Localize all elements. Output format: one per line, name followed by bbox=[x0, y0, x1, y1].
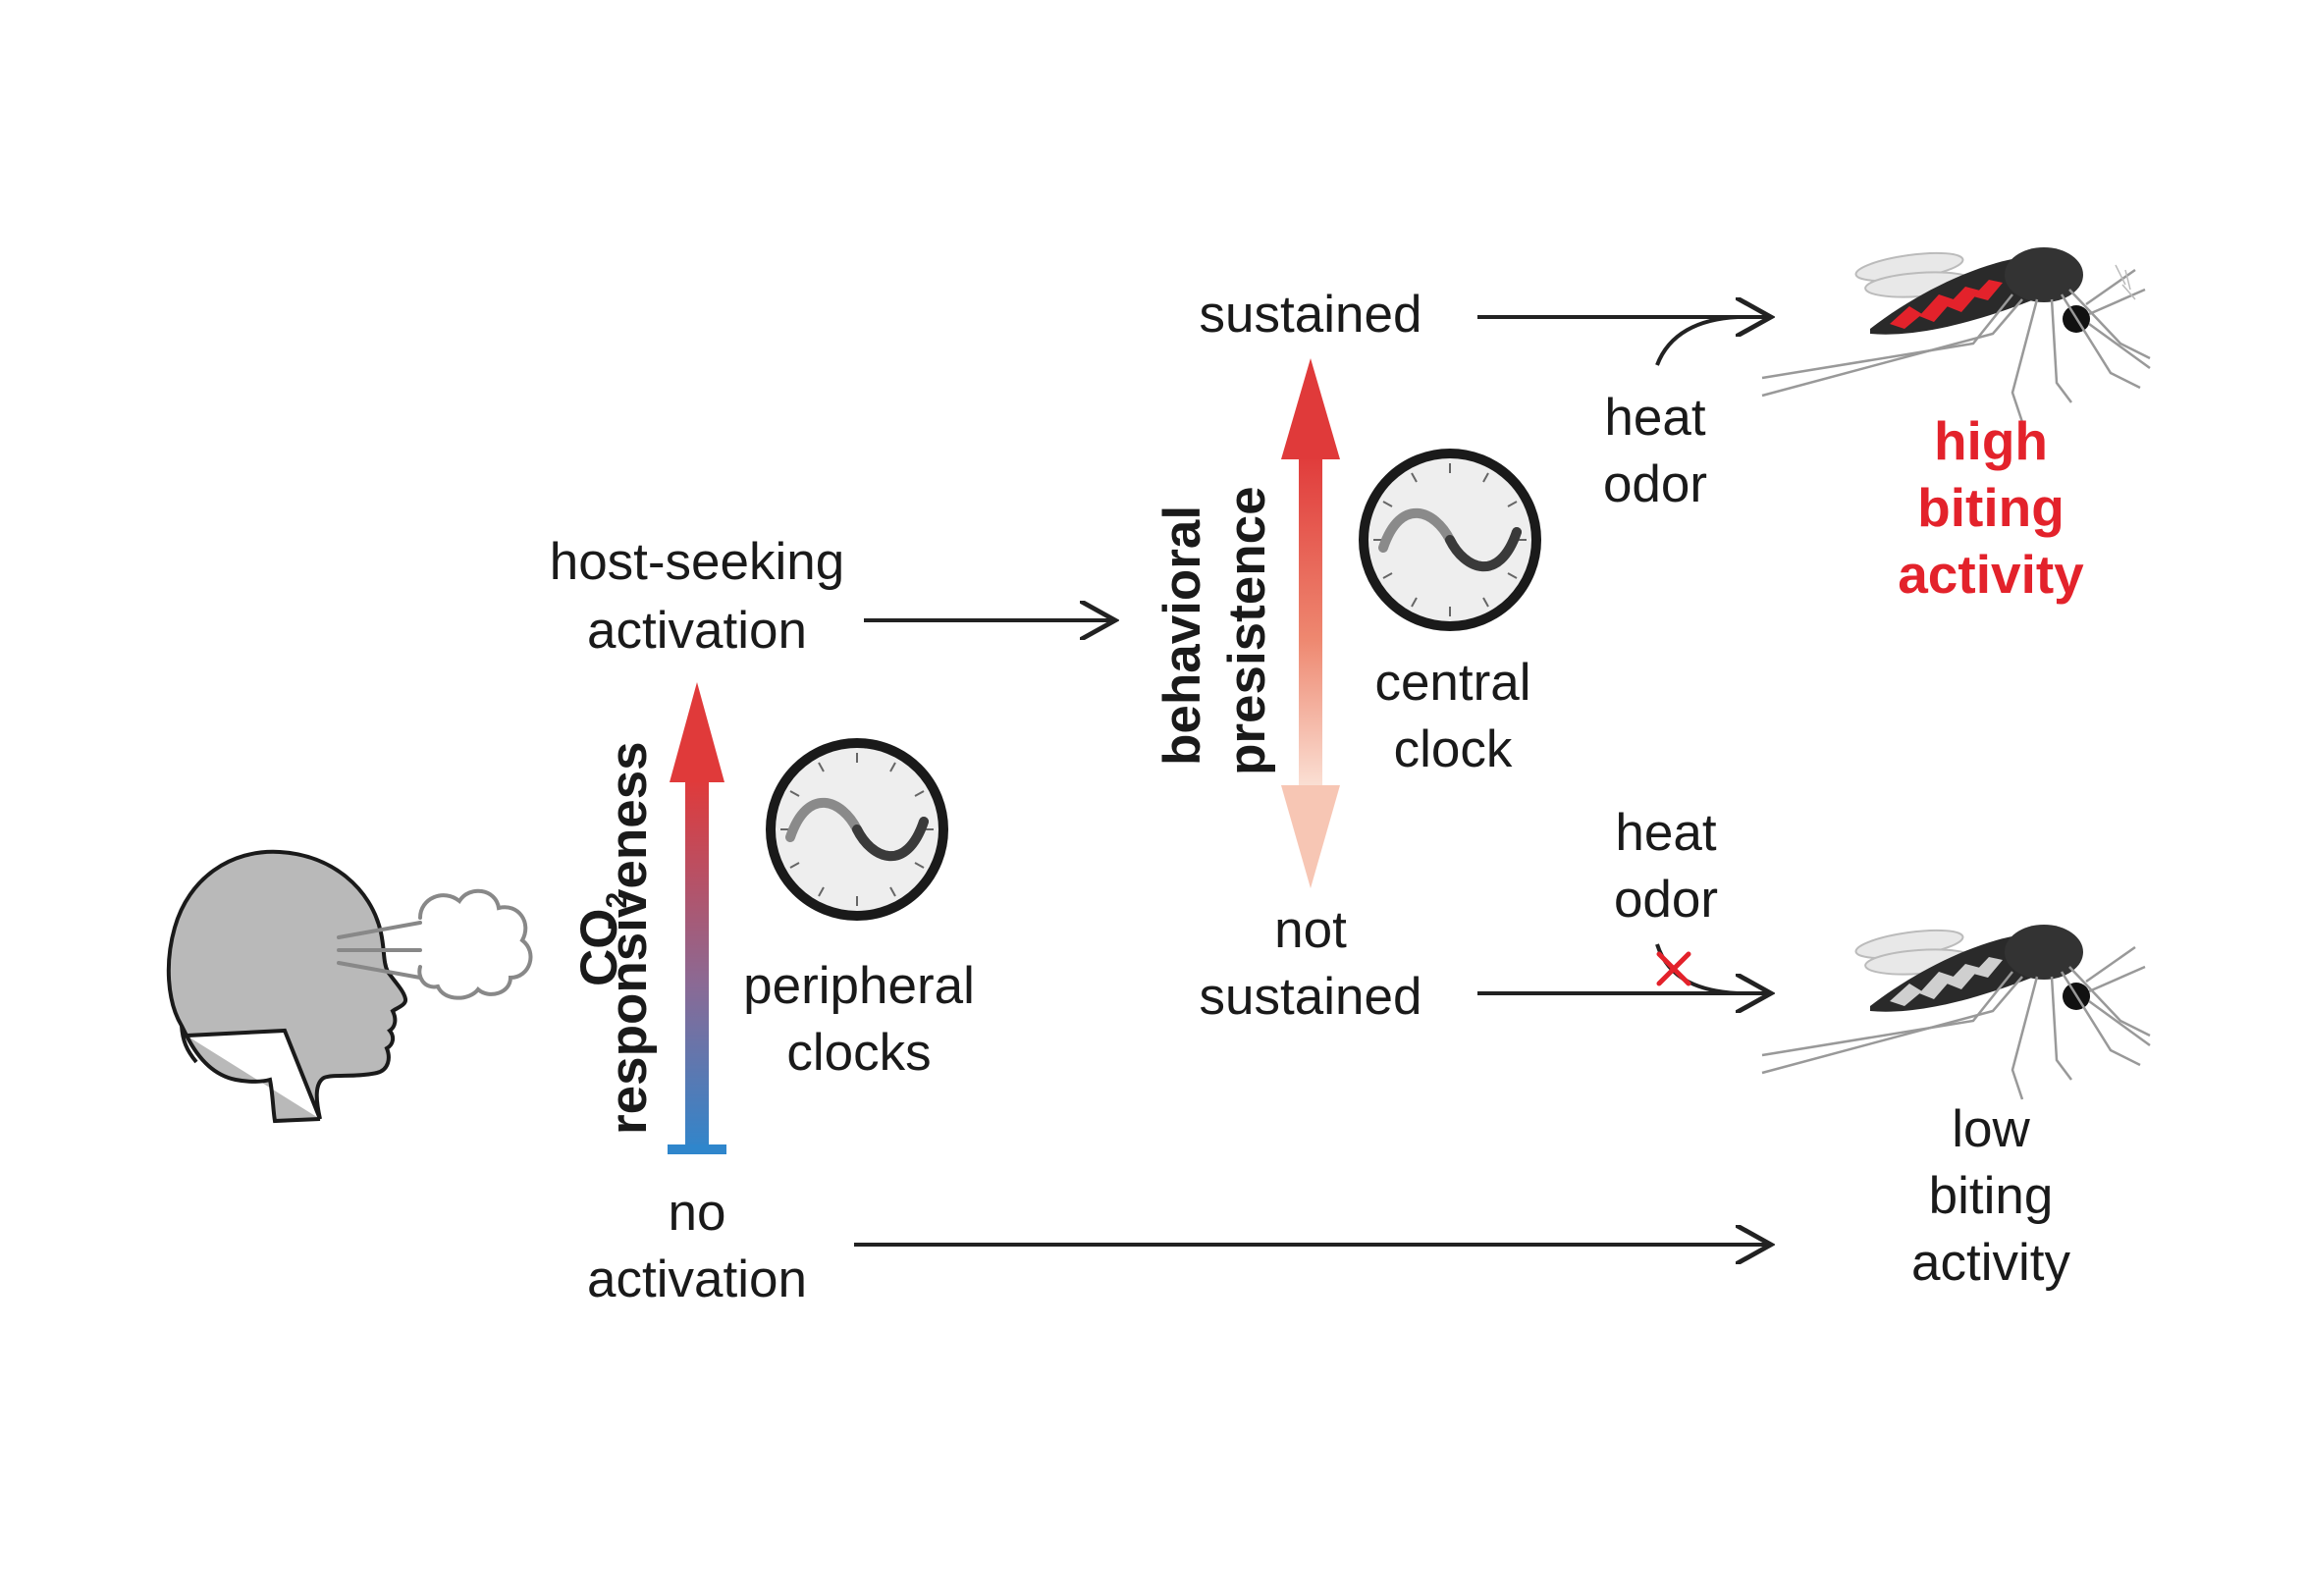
heat-odor-top-label-line2: odor bbox=[1603, 455, 1707, 513]
sustained-label: sustained bbox=[1200, 286, 1422, 344]
high-biting-label-line2: biting bbox=[1917, 477, 2065, 538]
breath-cloud-icon bbox=[337, 888, 533, 1000]
heat-odor-input-bottom bbox=[1655, 943, 1739, 995]
clock-icon bbox=[1359, 449, 1541, 631]
heat-odor-top-label: heat bbox=[1604, 389, 1705, 447]
co2-responsiveness-axis bbox=[668, 682, 726, 1154]
mosquito-icon bbox=[1761, 925, 2151, 1100]
blocked-x-icon bbox=[1656, 951, 1691, 986]
low-biting-label-line3: activity bbox=[1911, 1234, 2070, 1292]
high-biting-label-line3: activity bbox=[1898, 544, 2084, 605]
co2-axis-label: CO2 bbox=[570, 892, 633, 986]
central-clock-label-line2: clock bbox=[1394, 720, 1513, 778]
heat-odor-bottom-label: heat bbox=[1615, 804, 1716, 862]
behavioral-persistence-axis bbox=[1281, 358, 1340, 888]
peripheral-clocks-label: peripheral bbox=[743, 957, 975, 1015]
no-activation-label: no bbox=[669, 1184, 726, 1242]
central-clock-label: central bbox=[1374, 654, 1530, 712]
mosquito-icon bbox=[1761, 247, 2151, 423]
behavioral-axis-label: behavioral bbox=[1153, 505, 1211, 766]
not-sustained-label: not bbox=[1274, 901, 1347, 959]
host-seeking-label: host-seeking bbox=[550, 533, 845, 591]
low-biting-label: low bbox=[1952, 1100, 2030, 1158]
no-activation-label-line2: activation bbox=[587, 1250, 807, 1308]
heat-odor-input-top bbox=[1655, 315, 1739, 366]
high-biting-label: high bbox=[1934, 410, 2048, 471]
human-head-icon bbox=[166, 849, 408, 1124]
behavioral-axis-label-line2: presistence bbox=[1218, 486, 1276, 775]
co2-axis-label-line2: responsiveness bbox=[600, 741, 658, 1135]
not-sustained-label-line2: sustained bbox=[1200, 968, 1422, 1026]
host-seeking-label-line2: activation bbox=[587, 602, 807, 660]
peripheral-clocks-label-line2: clocks bbox=[786, 1024, 931, 1082]
clock-icon bbox=[766, 738, 948, 921]
low-biting-label-line2: biting bbox=[1929, 1167, 2054, 1225]
heat-odor-bottom-label-line2: odor bbox=[1614, 871, 1718, 929]
